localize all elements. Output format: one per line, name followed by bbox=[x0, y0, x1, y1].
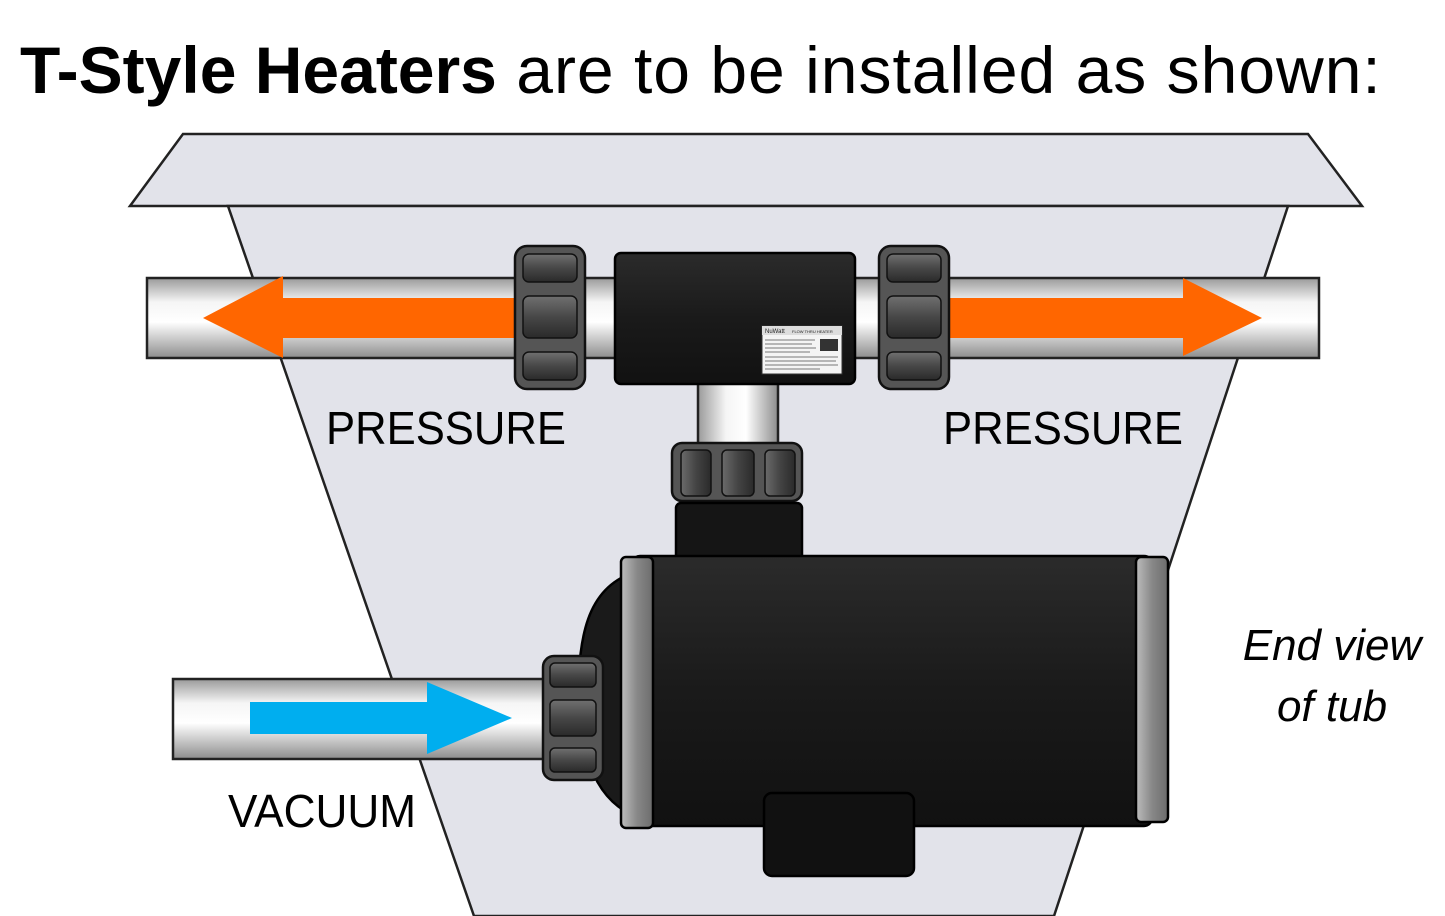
pump-discharge-housing bbox=[674, 501, 804, 565]
title-bold: T-Style Heaters bbox=[20, 33, 497, 107]
heater-brand: NuWatt bbox=[765, 329, 785, 335]
pressure-label-right: PRESSURE bbox=[943, 402, 1183, 454]
pump-outlet-union bbox=[670, 441, 804, 503]
heater-model: FLOW THRU HEATER bbox=[792, 329, 833, 334]
heater-rating-label: NuWatt FLOW THRU HEATER bbox=[761, 325, 843, 375]
tub-label-line2: of tub bbox=[1277, 682, 1387, 731]
tub-label-line1: End view bbox=[1243, 621, 1425, 670]
left-union-fitting bbox=[513, 244, 587, 391]
vacuum-label: VACUUM bbox=[228, 785, 416, 837]
pressure-arrow-left-icon bbox=[203, 276, 520, 358]
title-rest: are to be installed as shown: bbox=[516, 33, 1382, 107]
vacuum-union-fitting bbox=[541, 654, 605, 782]
stem-pipe bbox=[696, 376, 780, 450]
t-style-heater: NuWatt FLOW THRU HEATER bbox=[613, 251, 857, 386]
pressure-arrow-right-icon bbox=[946, 278, 1262, 356]
pressure-label-left: PRESSURE bbox=[326, 402, 566, 454]
vacuum-arrow-icon bbox=[250, 682, 512, 754]
right-union-fitting bbox=[877, 244, 951, 391]
page-title: T-Style Heaters are to be installed as s… bbox=[20, 28, 1440, 112]
